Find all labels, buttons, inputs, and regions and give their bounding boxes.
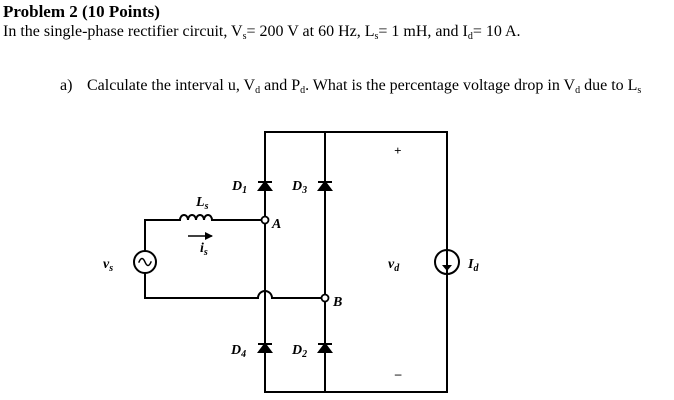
part-a-text-1: Calculate the interval u, V: [87, 77, 256, 94]
statement-lead: In the single-phase rectifier circuit, V: [3, 23, 243, 40]
circuit-wiring: [144, 131, 448, 393]
ls-subscript: s: [374, 31, 379, 42]
id-subscript: d: [467, 31, 473, 42]
label-d3: D3: [291, 179, 307, 196]
part-a-label: a): [60, 77, 73, 94]
part-a-sub-2: d: [300, 85, 306, 96]
vs-value: = 200 V at 60 Hz, L: [246, 23, 375, 40]
label-node-b: B: [332, 295, 342, 310]
current-source-arrow: [442, 265, 452, 271]
part-a-text-3: . What is the percentage voltage drop in…: [305, 77, 576, 94]
diode-d2: [317, 342, 333, 353]
label-is: is: [200, 241, 208, 258]
ac-voltage-source: [133, 250, 157, 274]
node-b-terminal: [320, 293, 330, 303]
part-a-question: a)Calculate the interval u, Vd and Pd. W…: [60, 77, 642, 96]
problem-statement: In the single-phase rectifier circuit, V…: [3, 23, 521, 42]
label-node-a: A: [271, 217, 281, 232]
problem-title: Problem 2 (10 Points): [3, 2, 160, 21]
wire-crossover: [256, 290, 274, 300]
part-a-sub-3: d: [575, 85, 581, 96]
diode-d1: [257, 180, 273, 191]
part-a-sub-4: s: [637, 85, 642, 96]
label-plus: +: [394, 143, 401, 158]
diode-d3: [317, 180, 333, 191]
diode-d4: [257, 342, 273, 353]
label-d1: D1: [231, 179, 247, 196]
node-a-terminal: [260, 215, 270, 225]
label-ls: Ls: [195, 195, 209, 212]
part-a-text-4: due to L: [584, 77, 638, 94]
vs-subscript: s: [242, 31, 247, 42]
label-vd: vd: [388, 257, 400, 274]
label-d4: D4: [230, 343, 246, 360]
id-value: = 10 A.: [472, 23, 521, 40]
inductor-ls: [178, 214, 214, 222]
label-minus: –: [394, 366, 402, 381]
current-is-arrow: [188, 232, 213, 240]
label-vs: vs: [103, 257, 113, 274]
ls-value: = 1 mH, and I: [378, 23, 468, 40]
part-a-sub-1: d: [255, 85, 261, 96]
label-id: Id: [467, 257, 479, 274]
part-a-text-2: and P: [264, 77, 301, 94]
label-d2: D2: [291, 343, 307, 360]
